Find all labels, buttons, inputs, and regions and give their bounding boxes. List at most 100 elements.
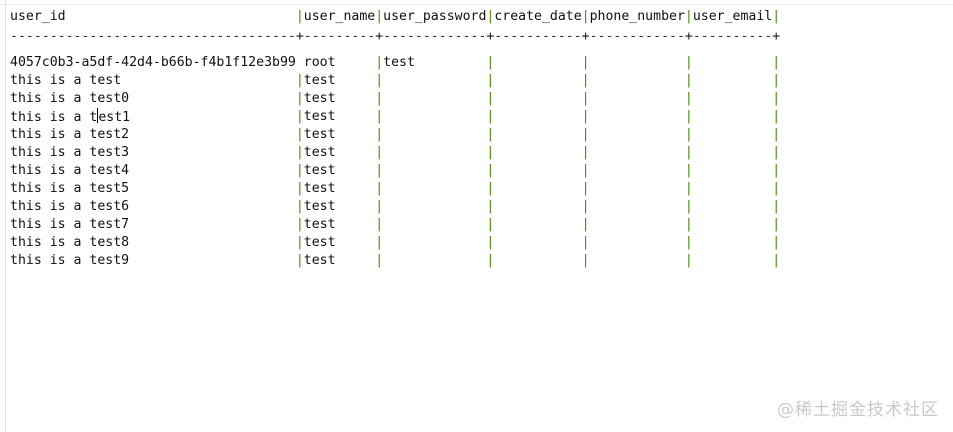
divider-dashes: ---------	[303, 29, 376, 44]
table-row[interactable]: this is a test6|test|||||	[10, 198, 780, 216]
column-separator: |	[684, 199, 693, 214]
divider-plus: +	[486, 29, 495, 44]
header-phone_number: phone_number	[589, 9, 685, 24]
header-user_email: user_email	[692, 9, 773, 24]
column-separator: |	[772, 127, 781, 142]
column-separator: |	[684, 73, 693, 88]
column-separator: |	[772, 181, 781, 196]
cell-user_password	[383, 126, 486, 144]
cell-user_email	[693, 144, 772, 162]
cell-create_date	[494, 252, 581, 270]
column-separator: |	[375, 253, 384, 268]
column-separator: |	[772, 145, 781, 160]
table-row[interactable]: 4057c0b3-a5df-42d4-b66b-f4b1f12e3b99 roo…	[10, 54, 780, 72]
column-separator: |	[486, 217, 495, 232]
cell-user_password: test	[383, 55, 415, 70]
column-separator: |	[581, 181, 590, 196]
column-separator: |	[295, 109, 304, 124]
divider-plus: +	[772, 29, 781, 44]
cell-user_email	[693, 216, 772, 234]
watermark: @稀土掘金技术社区	[777, 400, 939, 420]
cell-user_name: test	[303, 73, 336, 88]
cell-user_email	[693, 234, 772, 252]
column-separator: |	[295, 199, 304, 214]
cell-phone_number	[590, 144, 685, 162]
cell-user_password	[383, 108, 486, 126]
column-separator: |	[772, 109, 781, 124]
column-separator: |	[684, 91, 693, 106]
column-separator: |	[486, 235, 495, 250]
text-table[interactable]: user_id|user_name|user_password|create_d…	[10, 8, 780, 270]
column-separator: |	[684, 253, 693, 268]
cell-user_password	[383, 234, 486, 252]
cell-user_name: test	[303, 145, 336, 160]
column-separator: |	[684, 163, 693, 178]
table-row[interactable]: this is a test1|test|||||	[10, 108, 780, 126]
cell-phone_number	[590, 72, 685, 90]
column-separator: |	[375, 91, 384, 106]
column-separator: |	[772, 199, 781, 214]
cell-create_date	[494, 198, 581, 216]
column-separator: |	[375, 181, 384, 196]
cell-user_email	[693, 180, 772, 198]
cell-create_date	[494, 90, 581, 108]
column-separator: |	[486, 163, 495, 178]
column-separator: |	[581, 55, 590, 70]
cell-user_name: root	[303, 55, 336, 70]
column-separator: |	[375, 199, 384, 214]
cell-create_date	[494, 216, 581, 234]
header-user_password: user_password	[383, 9, 487, 24]
column-separator: |	[375, 217, 384, 232]
column-separator: |	[295, 217, 304, 232]
cell-user_name: test	[303, 253, 336, 268]
column-separator: |	[581, 91, 590, 106]
cell-user_id: this is a test8	[10, 235, 130, 250]
cell-user_email	[693, 72, 772, 90]
cell-user_email	[693, 252, 772, 270]
column-separator: |	[295, 73, 304, 88]
header-user_id: user_id	[10, 9, 66, 24]
column-separator: |	[772, 55, 781, 70]
cell-create_date	[494, 126, 581, 144]
divider-plus: +	[295, 29, 304, 44]
cell-user_email	[693, 198, 772, 216]
table-row[interactable]: this is a test7|test|||||	[10, 216, 780, 234]
column-separator: |	[772, 217, 781, 232]
table-row[interactable]: this is a test9|test|||||	[10, 252, 780, 270]
column-separator: |	[684, 109, 693, 124]
cell-user_name: test	[303, 109, 336, 124]
cell-user_password	[383, 180, 486, 198]
cell-user_password	[383, 144, 486, 162]
table-row[interactable]: this is a test0|test|||||	[10, 90, 780, 108]
cell-phone_number	[590, 108, 685, 126]
table-row[interactable]: this is a test2|test|||||	[10, 126, 780, 144]
column-separator: |	[581, 163, 590, 178]
cell-create_date	[494, 180, 581, 198]
table-row[interactable]: this is a test3|test|||||	[10, 144, 780, 162]
cell-phone_number	[590, 126, 685, 144]
cell-phone_number	[590, 54, 685, 72]
editor-top-border	[0, 4, 953, 5]
cell-user_email	[693, 162, 772, 180]
cell-user_name: test	[303, 163, 336, 178]
column-separator: |	[375, 163, 384, 178]
divider-plus: +	[375, 29, 384, 44]
cell-user_name: test	[303, 217, 336, 232]
cell-user_id: this is a test6	[10, 199, 130, 214]
column-separator: |	[375, 127, 384, 142]
table-row[interactable]: this is a test5|test|||||	[10, 180, 780, 198]
column-separator: |	[684, 55, 693, 70]
divider-dashes: ----------	[692, 29, 773, 44]
column-separator: |	[295, 235, 304, 250]
cell-phone_number	[590, 252, 685, 270]
header-create_date: create_date	[494, 9, 582, 24]
table-row[interactable]: this is a test4|test|||||	[10, 162, 780, 180]
column-separator: |	[295, 145, 304, 160]
table-row[interactable]: this is a test8|test|||||	[10, 234, 780, 252]
cell-user_email	[693, 126, 772, 144]
column-separator: |	[486, 73, 495, 88]
column-separator: |	[581, 235, 590, 250]
column-separator: |	[581, 253, 590, 268]
table-row[interactable]: this is a test|test|||||	[10, 72, 780, 90]
column-separator: |	[581, 109, 590, 124]
